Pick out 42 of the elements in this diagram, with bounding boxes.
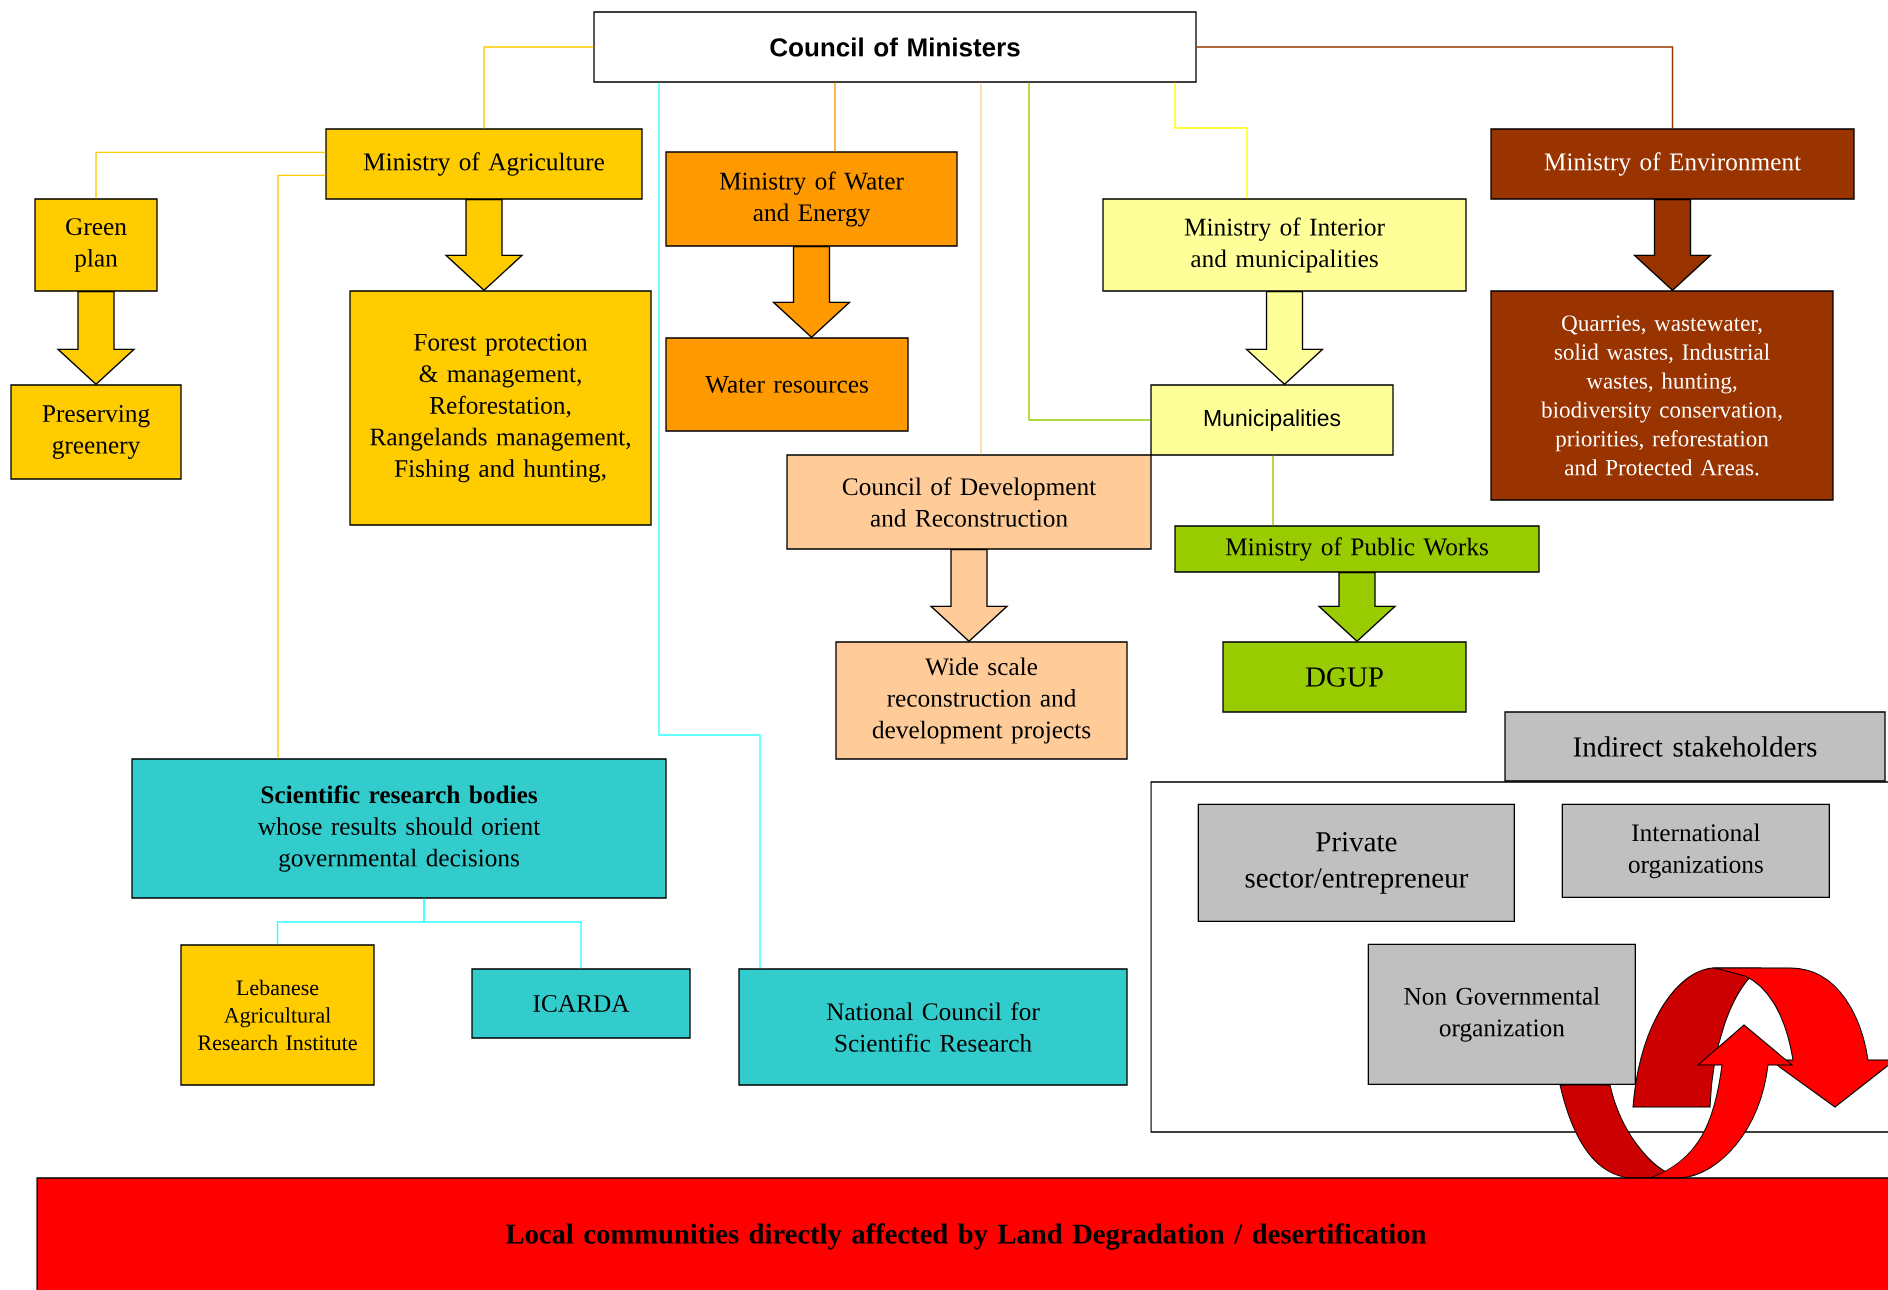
topic-box: Water resources: [665, 337, 909, 432]
topic-box: Green plan: [34, 198, 158, 292]
topic-box: Quarries, wastewater, solid wastes, Industrial wastes, hunting, biodiversity conservation, priorities, reforestation and Protected Areas.: [1490, 290, 1834, 501]
community-band: Local communities directly affected by Land Degradation / desertification: [36, 1177, 1888, 1290]
block-arrow: [771, 246, 852, 339]
connector-line: [1028, 81, 1152, 421]
stakeholder-box: Private sector/entrepreneur: [1197, 803, 1515, 922]
ministry-box: Ministry of Water and Energy: [665, 151, 958, 247]
connector-line: [1174, 81, 1248, 200]
block-arrow: [444, 199, 524, 292]
research-box: National Council for Scientific Research: [738, 968, 1128, 1086]
topic-box: Forest protection & management, Reforestation, Rangelands management, Fishing and hunting,: [349, 290, 652, 526]
council-box: Council of Ministers: [593, 11, 1197, 83]
connector-line: [423, 897, 582, 970]
connector-line: [980, 81, 982, 456]
block-arrow: [929, 549, 1009, 643]
ministry-box: Ministry of Agriculture: [325, 128, 643, 200]
topic-box: DGUP: [1222, 641, 1467, 713]
stakeholder-box: Non Governmental organization: [1367, 943, 1636, 1085]
ministry-box: Ministry of Interior and municipalities: [1102, 198, 1467, 292]
stakeholder-box: International organizations: [1561, 803, 1830, 898]
topic-box: Preserving greenery: [10, 384, 182, 480]
topic-box: Municipalities: [1150, 384, 1394, 456]
research-box: Scientific research bodies whose results should orient governmental decisions: [131, 758, 667, 899]
block-arrow: [1244, 291, 1325, 386]
ministry-box: Ministry of Environment: [1490, 128, 1855, 200]
connector-line: [1272, 454, 1274, 527]
topic-box: Wide scale reconstruction and development projects: [835, 641, 1128, 760]
research-box: ICARDA: [471, 968, 691, 1039]
connector-line: [658, 81, 761, 970]
connector-line: [834, 81, 836, 153]
block-arrow: [1317, 572, 1397, 643]
group-tab: Indirect stakeholders: [1504, 711, 1886, 782]
research-box: Lebanese Agricultural Research Institute: [180, 944, 375, 1086]
connector-line: [483, 46, 595, 130]
council-box: Council of Development and Reconstruction: [786, 454, 1152, 550]
connector-line: [277, 174, 327, 760]
connector-line: [95, 151, 327, 200]
ministry-box: Ministry of Public Works: [1174, 525, 1540, 573]
connector-line: [1195, 46, 1674, 130]
block-arrow: [56, 291, 136, 386]
block-arrow: [1632, 199, 1713, 292]
